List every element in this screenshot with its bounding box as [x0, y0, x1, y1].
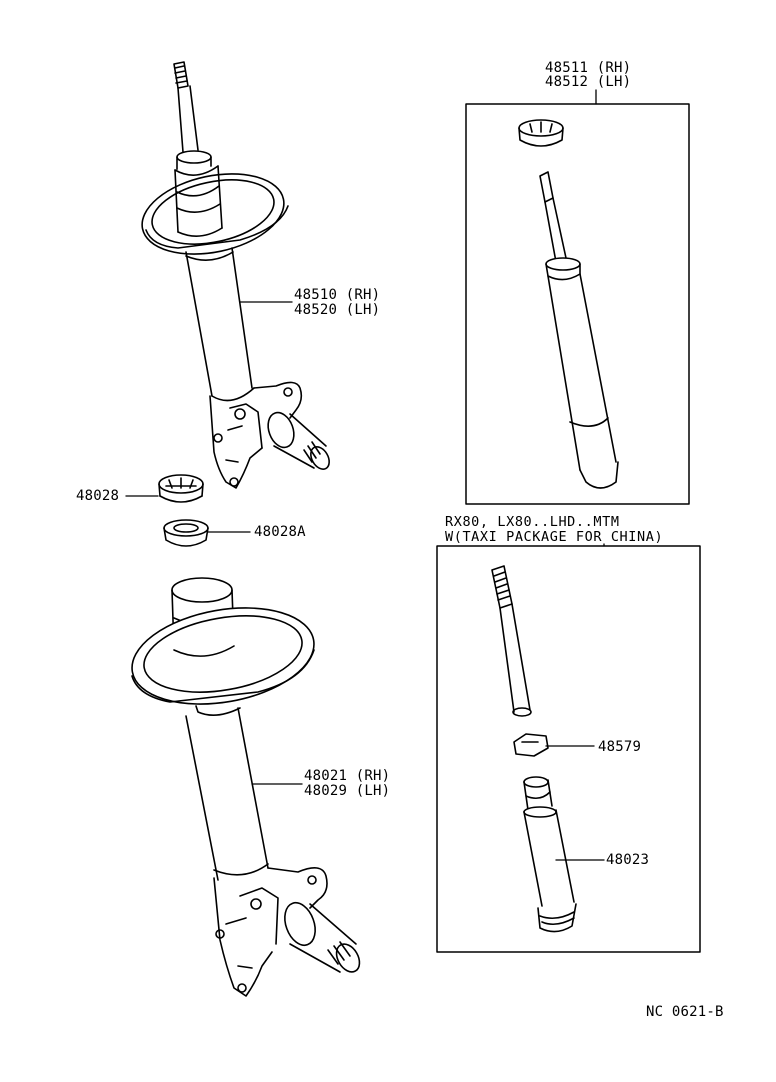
label-upper-nut: 48028 [76, 488, 120, 504]
upper-cartridge-parts [518, 119, 619, 489]
label-ring-nut: 48579 [598, 739, 642, 755]
label-upper-strut-lh: 48520 (LH) [294, 302, 381, 318]
label-lower-strut-rh: 48021 (RH) [304, 768, 391, 784]
lower-cartridge-box [436, 545, 701, 953]
mount-cup-48028a [163, 519, 209, 547]
label-upper-strut-rh: 48510 (RH) [294, 287, 381, 303]
label-upper-cup: 48028A [254, 524, 306, 540]
label-lower-strut-lh: 48029 (LH) [304, 783, 391, 799]
label-upper-cartridge-rh: 48511 (RH) [545, 60, 632, 76]
lower-strut-assembly [131, 577, 361, 997]
upper-cartridge-box [465, 103, 690, 505]
label-lower-cartridge: 48023 [606, 852, 650, 868]
label-condition-line2: W(TAXI PACKAGE FOR CHINA) [445, 529, 664, 545]
mount-nut-48028 [158, 474, 204, 503]
lower-cartridge-parts [491, 565, 577, 933]
figure-code: NC 0621-B [646, 1004, 724, 1020]
label-condition-line1: RX80, LX80..LHD..MTM [445, 514, 620, 530]
upper-strut-assembly [141, 61, 330, 489]
label-upper-cartridge-lh: 48512 (LH) [545, 74, 632, 90]
